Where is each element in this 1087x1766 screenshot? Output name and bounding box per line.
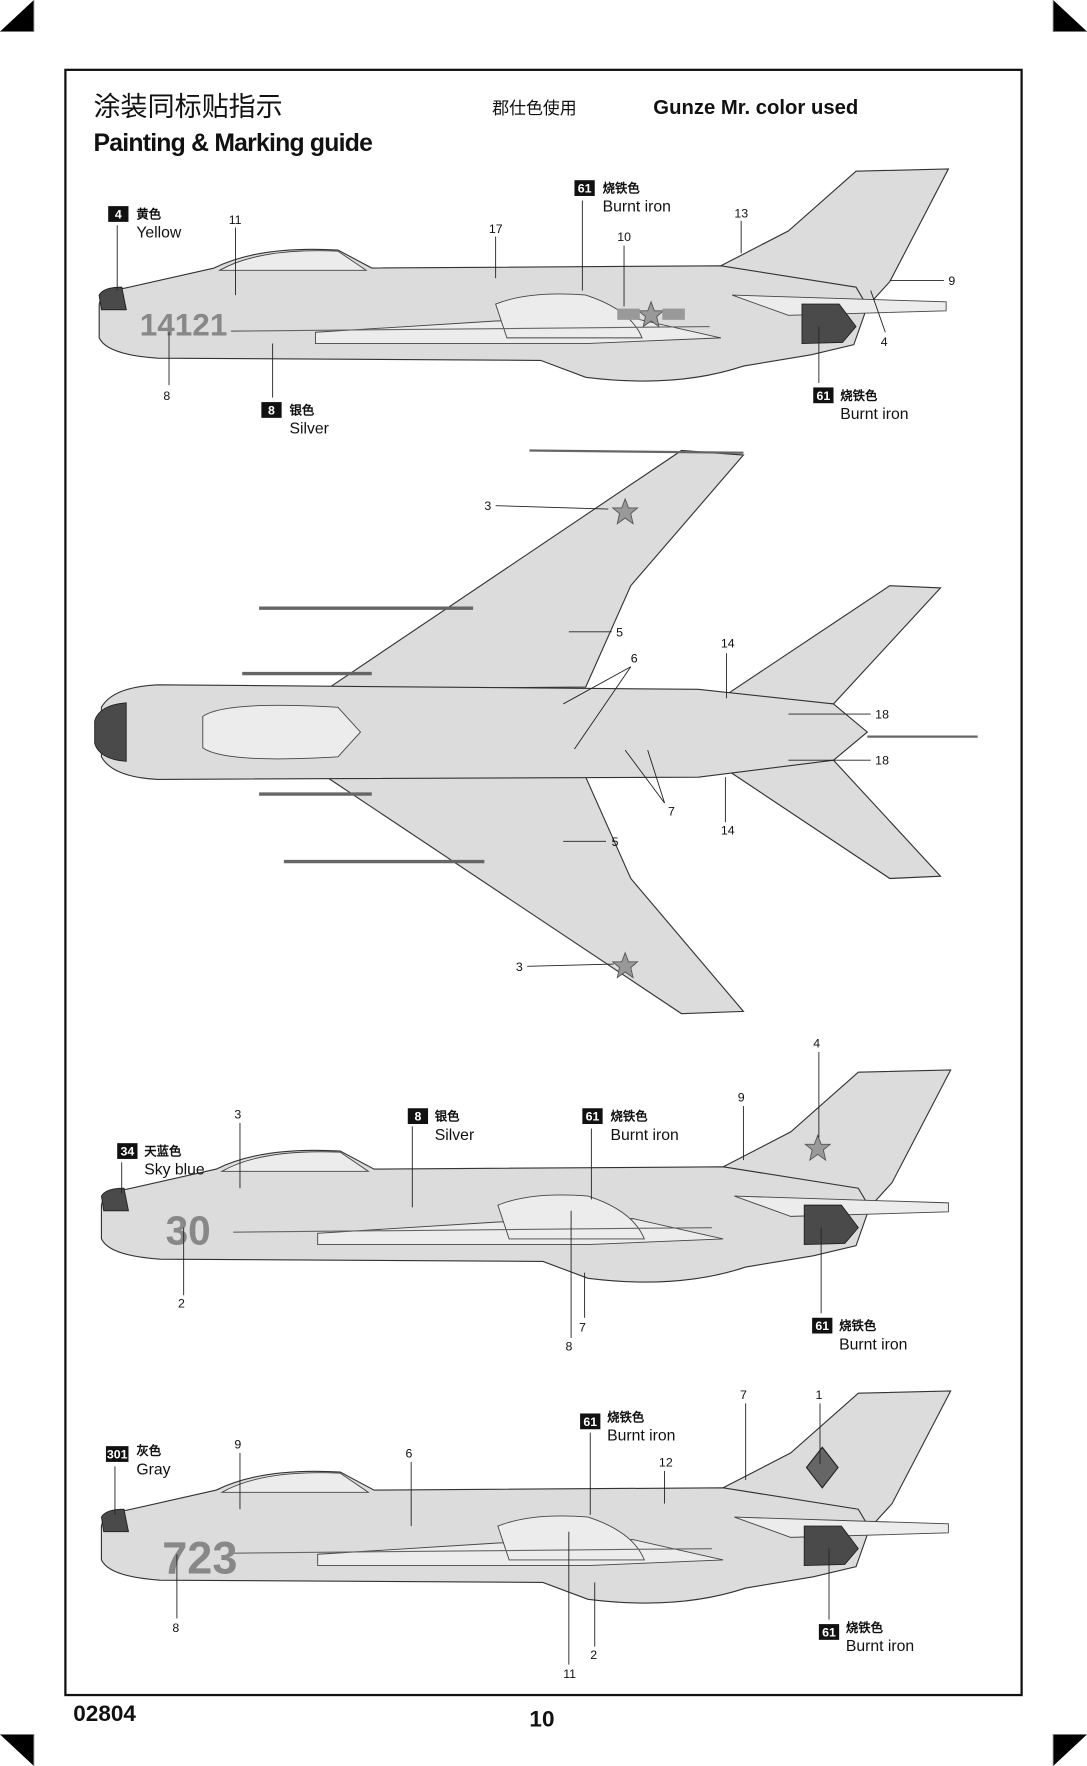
callout-number: 10 xyxy=(617,230,631,244)
label-text: 61 xyxy=(816,389,830,403)
label-text: 61 xyxy=(822,1625,836,1639)
callout-number: 12 xyxy=(659,1455,673,1469)
profile-2-callouts: 4 9 3 8 银色 Silver 61 烧铁色 Burnt iron 34 天… xyxy=(117,1036,907,1353)
callout-number: 9 xyxy=(738,1090,745,1104)
callout-number: 11 xyxy=(229,213,242,227)
callout-number: 8 xyxy=(565,1339,572,1353)
label-text: 301 xyxy=(107,1448,128,1462)
label-text: Burnt iron xyxy=(607,1428,675,1445)
title-cn: 涂装同标贴指示 xyxy=(94,92,283,122)
callout-number: 4 xyxy=(881,335,888,349)
page-frame xyxy=(64,68,1023,1697)
callout-number: 5 xyxy=(616,625,623,639)
label-text: 银色 xyxy=(435,1109,460,1124)
label-text: 61 xyxy=(815,1319,829,1333)
label-text: 4 xyxy=(115,207,122,221)
color-callout-burnt-iron-6: 61 烧铁色 Burnt iron xyxy=(818,1548,914,1655)
paint-brand-cn: 郡仕色使用 xyxy=(492,98,576,118)
callout-number: 3 xyxy=(516,960,523,974)
color-callout-burnt-iron-3: 61 烧铁色 Burnt iron xyxy=(582,1108,679,1200)
callout-number: 5 xyxy=(612,835,619,849)
side-profile-1: 14121 xyxy=(98,168,949,382)
color-callout-silver-1: 8 银色 Silver xyxy=(261,343,329,438)
label-text: Silver xyxy=(435,1127,474,1144)
label-text: Burnt iron xyxy=(611,1127,679,1144)
callout-number: 1 xyxy=(815,1388,822,1402)
profile-3-callouts: 7 1 61 烧铁色 Burnt iron 301 灰色 Gray 9 6 12… xyxy=(105,1388,914,1681)
kit-number: 02804 xyxy=(73,1701,136,1726)
callout-number: 14 xyxy=(721,637,735,651)
label-text: 烧铁色 xyxy=(840,388,878,403)
top-view xyxy=(94,449,978,1015)
callout-number: 7 xyxy=(740,1388,747,1402)
callout-number: 8 xyxy=(163,389,170,403)
label-text: 银色 xyxy=(290,402,315,417)
label-text: Sky blue xyxy=(144,1162,205,1179)
paint-brand-en: Gunze Mr. color used xyxy=(653,97,858,119)
callout-number: 4 xyxy=(813,1036,820,1050)
label-text: 8 xyxy=(414,1110,421,1124)
label-text: Yellow xyxy=(136,225,182,242)
label-text: 烧铁色 xyxy=(611,1109,649,1124)
callout-number: 11 xyxy=(563,1667,576,1681)
callout-number: 3 xyxy=(484,499,491,513)
label-text: 烧铁色 xyxy=(607,1409,645,1424)
callout-number: 9 xyxy=(234,1437,241,1451)
label-text: Silver xyxy=(290,421,329,438)
callout-number: 6 xyxy=(631,651,638,665)
label-text: 烧铁色 xyxy=(603,181,641,196)
label-text: 天蓝色 xyxy=(144,1144,182,1159)
callout-number: 8 xyxy=(172,1621,179,1635)
tail-roundel-icon xyxy=(805,1446,839,1489)
callout-number: 2 xyxy=(178,1297,185,1311)
label-text: Gray xyxy=(136,1461,170,1478)
callout-number: 3 xyxy=(234,1107,241,1121)
callout-number: 18 xyxy=(875,754,889,768)
color-callout-silver-2: 8 银色 Silver xyxy=(407,1108,474,1208)
label-text: 61 xyxy=(583,1415,597,1429)
aircraft-number-marking: 723 xyxy=(162,1532,237,1583)
label-text: 烧铁色 xyxy=(839,1318,877,1333)
label-text: 61 xyxy=(586,1110,600,1124)
callout-number: 2 xyxy=(590,1648,597,1662)
color-callout-burnt-iron-4: 61 烧铁色 Burnt iron xyxy=(812,1227,907,1353)
callout-number: 9 xyxy=(948,274,955,288)
callout-number: 7 xyxy=(668,804,675,818)
callout-number: 18 xyxy=(875,708,889,722)
label-text: 烧铁色 xyxy=(846,1620,884,1635)
label-text: Burnt iron xyxy=(840,406,908,423)
callout-number: 13 xyxy=(734,206,748,220)
color-callout-yellow: 4 黄色 Yellow xyxy=(108,206,182,291)
color-callout-sky-blue: 34 天蓝色 Sky blue xyxy=(117,1143,205,1194)
page-number: 10 xyxy=(529,1707,554,1732)
title-en: Painting & Marking guide xyxy=(94,130,373,157)
label-text: Burnt iron xyxy=(603,199,671,216)
label-text: 灰色 xyxy=(136,1443,161,1458)
callout-number: 6 xyxy=(406,1446,413,1460)
aircraft-number-marking: 14121 xyxy=(140,307,228,343)
color-callout-gray: 301 灰色 Gray xyxy=(105,1443,171,1515)
aircraft-number-marking: 30 xyxy=(166,1208,211,1254)
label-text: Burnt iron xyxy=(846,1638,914,1655)
label-text: 黄色 xyxy=(136,206,161,221)
callout-number: 14 xyxy=(721,824,735,838)
side-profile-2: 30 xyxy=(100,1069,952,1283)
label-text: 8 xyxy=(268,403,275,417)
profile-1-callouts: 4 黄色 Yellow 11 17 61 烧铁色 Burnt iron 10 1… xyxy=(108,180,955,438)
top-view-callouts: 3 5 6 14 18 18 7 14 5 3 xyxy=(484,499,889,974)
label-text: 61 xyxy=(578,182,592,196)
label-text: 34 xyxy=(120,1145,134,1159)
side-profile-3: 723 xyxy=(100,1390,952,1604)
color-callout-burnt-iron-5: 61 烧铁色 Burnt iron xyxy=(580,1409,675,1515)
color-callout-burnt-iron-1: 61 烧铁色 Burnt iron xyxy=(574,180,671,291)
label-text: Burnt iron xyxy=(839,1336,907,1353)
color-callout-burnt-iron-2: 61 烧铁色 Burnt iron xyxy=(813,326,909,423)
callout-number: 7 xyxy=(579,1320,586,1334)
callout-number: 17 xyxy=(489,222,503,236)
